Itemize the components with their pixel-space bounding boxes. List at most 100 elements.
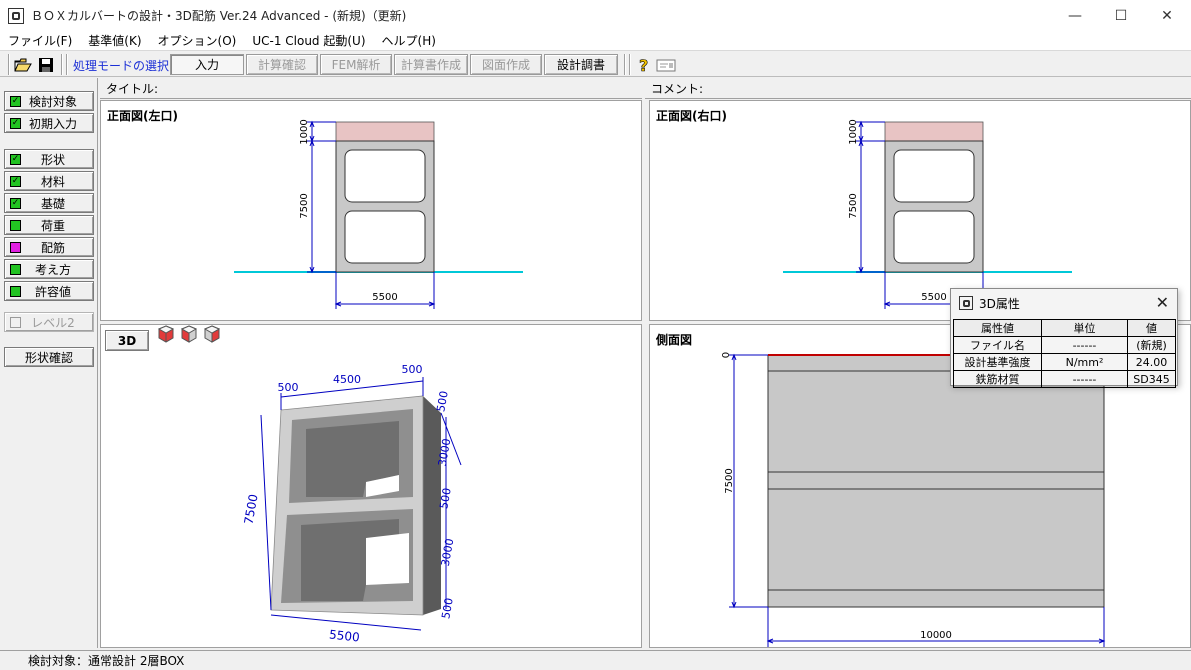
front-view-left-drawing: 1000 7500 5500: [234, 119, 523, 309]
nav-label: 基礎: [40, 196, 65, 211]
nav-load[interactable]: 荷重: [4, 215, 94, 235]
dim-right-b-text: 3000: [436, 437, 454, 467]
menu-uc1-cloud[interactable]: UC-1 Cloud 起動(U): [252, 34, 366, 48]
header-attribute: 属性値: [953, 319, 1042, 337]
window-title: ＢＯＸカルバートの設計・3D配筋 Ver.24 Advanced - (新規)（…: [31, 9, 407, 23]
soil-cover: [335, 121, 435, 142]
save-icon[interactable]: [36, 55, 56, 74]
lower-cell: [893, 210, 975, 264]
dim-height-text: 7500: [299, 193, 310, 218]
side-horizontal-dimension: [766, 607, 1106, 647]
check-icon: ✓: [10, 153, 21, 165]
front-view-right-drawing: 1000 7500 5500: [783, 119, 1072, 309]
dim-left-text: 7500: [242, 493, 261, 526]
nav-study-target[interactable]: ✓ 検討対象: [4, 91, 94, 111]
mode-fem-button[interactable]: FEM解析: [320, 54, 392, 75]
mode-input-button[interactable]: 入力: [170, 54, 244, 75]
attr-unit-cell: N/mm²: [1041, 353, 1128, 371]
dim-top-text: 1000: [299, 119, 310, 144]
nav-label: 材料: [40, 174, 65, 189]
attr-value-cell: SD345: [1127, 370, 1176, 388]
open-folder-icon[interactable]: [13, 55, 33, 74]
side-body: [767, 354, 1105, 608]
toolbar-separator: [66, 54, 68, 75]
table-row: ファイル名 ------ (新規): [953, 336, 1176, 354]
app-icon[interactable]: [8, 7, 24, 24]
nav-label: 配筋: [40, 240, 65, 255]
dim-length-text: 10000: [920, 630, 952, 641]
menu-help[interactable]: ヘルプ(H): [381, 34, 436, 48]
nav-label: 検討対象: [28, 94, 77, 109]
3d-view-button[interactable]: 3D: [105, 330, 149, 351]
dimension-lines-3d: [260, 377, 462, 631]
maximize-button[interactable]: ☐: [1114, 7, 1128, 24]
front-view-left-pane[interactable]: 1000 7500 5500 正面図(左口): [100, 100, 642, 321]
lower-cell: [344, 210, 426, 264]
close-button[interactable]: ✕: [1161, 7, 1173, 24]
view-3d-drawing: 500 4500 500 500 3000 500 3000 500 7500 …: [242, 363, 462, 645]
nav-rebar[interactable]: 配筋: [4, 237, 94, 257]
nav-label: 許容値: [34, 284, 71, 299]
menu-standards[interactable]: 基準値(K): [88, 34, 142, 48]
mode-calc-check-button[interactable]: 計算確認: [246, 54, 318, 75]
title-strip[interactable]: タイトル:: [100, 78, 642, 99]
nav-allowable[interactable]: 許容値: [4, 281, 94, 301]
dim-right-a-text: 500: [434, 390, 450, 413]
comment-strip[interactable]: コメント:: [645, 78, 1191, 99]
toolbar-separator: [8, 54, 10, 75]
nav-initial-input[interactable]: ✓ 初期入力: [4, 113, 94, 133]
upper-cell-inner: [306, 421, 399, 497]
nav-approach[interactable]: 考え方: [4, 259, 94, 279]
nav-shape[interactable]: ✓ 形状: [4, 149, 94, 169]
nav-level2[interactable]: レベル2: [4, 312, 94, 332]
shape-check-button[interactable]: 形状確認: [4, 347, 94, 367]
table-row: 鉄筋材質 ------ SD345: [953, 370, 1176, 388]
attr-name-cell: 鉄筋材質: [953, 370, 1042, 388]
mode-report-button[interactable]: 計算書作成: [394, 54, 468, 75]
menu-options[interactable]: オプション(O): [157, 34, 237, 48]
view-3d-pane[interactable]: 500 4500 500 500 3000 500 3000 500 7500 …: [100, 324, 642, 648]
dim-width-text: 5500: [372, 292, 397, 303]
vertical-dimension: [856, 120, 885, 274]
check-icon: ✓: [10, 117, 21, 129]
menu-file[interactable]: ファイル(F): [8, 34, 73, 48]
status-bar: 検討対象：通常設計 2層BOX: [0, 650, 1191, 670]
dim-width-text: 5500: [921, 292, 946, 303]
cube-top-icon[interactable]: [203, 325, 221, 343]
soil-cover: [884, 121, 984, 142]
front-view-left-title: 正面図(左口): [107, 109, 178, 123]
attr-name-cell: ファイル名: [953, 336, 1042, 354]
toolbar-separator: [629, 54, 631, 75]
dim-zero-text: 0: [721, 352, 732, 358]
cube-side-icon[interactable]: [180, 325, 198, 343]
help-icon[interactable]: ?: [634, 55, 654, 74]
status-square-icon: [10, 285, 21, 297]
nav-foundation[interactable]: ✓ 基礎: [4, 193, 94, 213]
mode-design-doc-button[interactable]: 設計調書: [544, 54, 618, 75]
minimize-button[interactable]: —: [1068, 7, 1082, 24]
mode-drawing-button[interactable]: 図面作成: [470, 54, 542, 75]
front-view-right-pane[interactable]: 1000 7500 5500 正面図(右口): [649, 100, 1191, 321]
box-side-face: [423, 396, 441, 615]
lower-cell-back: [366, 533, 409, 585]
dimension-labels-3d: 500 4500 500 500 3000 500 3000 500 7500 …: [242, 363, 457, 645]
nav-label: 初期入力: [28, 116, 77, 131]
message-icon[interactable]: [656, 55, 676, 74]
status-text: 検討対象：通常設計 2層BOX: [28, 654, 185, 668]
dim-top-left-text: 500: [278, 381, 299, 394]
dim-height-text: 7500: [848, 193, 859, 218]
upper-cell: [344, 149, 426, 203]
attr-title-bar[interactable]: 3D属性: [951, 289, 1177, 317]
3d-attribute-window[interactable]: 3D属性 ✕ 属性値 単位 値 ファイル名 ------ (新規) 設計基準強度…: [950, 288, 1178, 388]
dim-right-c-text: 500: [437, 487, 453, 510]
cube-front-icon[interactable]: [157, 325, 175, 343]
nav-material[interactable]: ✓ 材料: [4, 171, 94, 191]
dim-right-e-text: 500: [439, 597, 455, 620]
check-icon: ✓: [10, 95, 21, 107]
upper-cell-back: [366, 475, 399, 497]
svg-text:?: ?: [639, 56, 648, 74]
close-icon[interactable]: ✕: [1155, 293, 1169, 312]
nav-label: レベル2: [31, 315, 75, 330]
dim-top-text: 1000: [848, 119, 859, 144]
dim-height-text: 7500: [724, 468, 735, 493]
